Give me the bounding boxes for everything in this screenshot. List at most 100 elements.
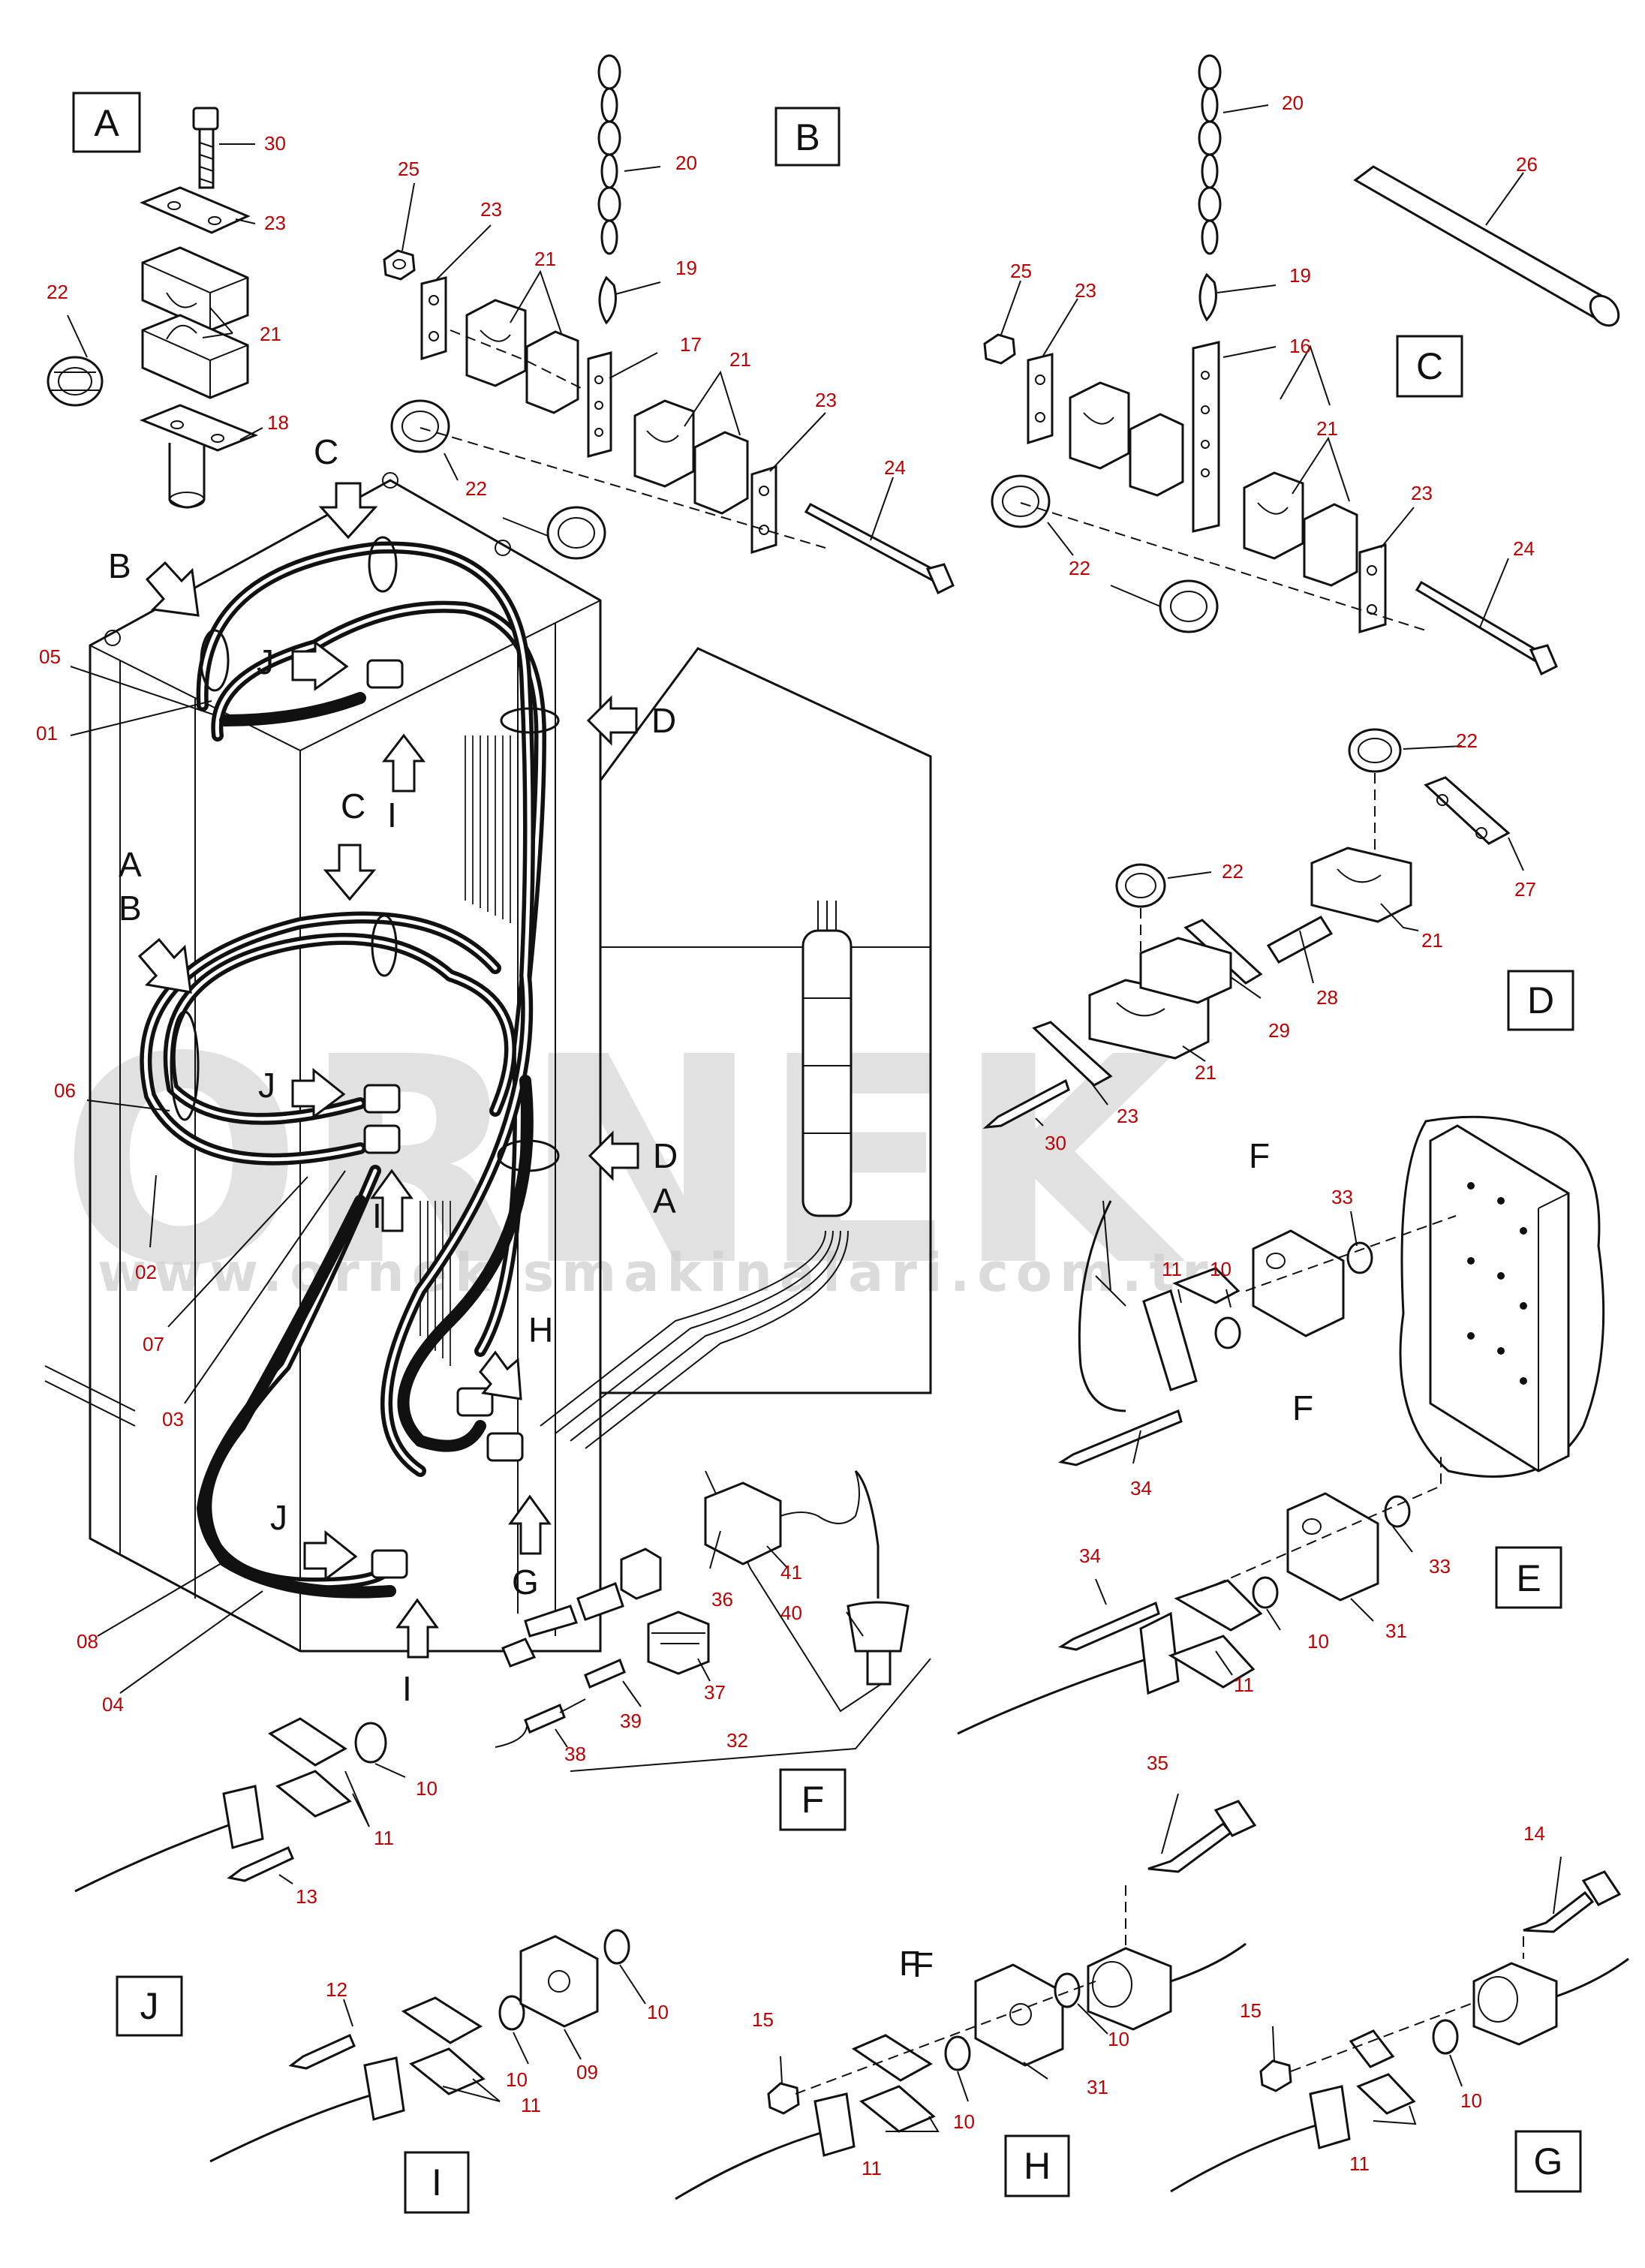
box-f-label: F: [801, 1779, 825, 1821]
callout-01: 01: [36, 722, 58, 744]
callout-23b: 23: [1411, 482, 1433, 504]
callout-19: 19: [675, 257, 697, 279]
callout-03: 03: [162, 1408, 184, 1430]
callout-24: 24: [884, 456, 906, 479]
callout-19: 19: [1289, 264, 1311, 287]
callout-40: 40: [780, 1602, 802, 1624]
callout-20: 20: [1282, 92, 1304, 114]
callout-41: 41: [780, 1561, 802, 1584]
callout-38: 38: [564, 1743, 586, 1765]
main-leaders: [70, 666, 346, 1694]
section-h-callouts: 35 15 10 31 10 11: [752, 1752, 1168, 2179]
section-a-drawing: [47, 107, 263, 509]
callout-23: 23: [1117, 1105, 1138, 1127]
section-c-drawing: [983, 54, 1620, 676]
callout-12: 12: [326, 1978, 347, 2001]
callout-10b: 10: [1307, 1630, 1329, 1653]
callout-21: 21: [534, 248, 556, 270]
view-letter-j2: J: [258, 1066, 275, 1105]
section-f-drawing: [495, 1469, 931, 1772]
callout-21: 21: [260, 323, 281, 345]
callout-34b: 34: [1079, 1545, 1101, 1567]
extra-view-letters: F: [913, 1945, 934, 1984]
view-letter-f2: F: [1292, 1388, 1313, 1427]
view-letter-j: J: [257, 642, 274, 681]
callout-10: 10: [1460, 2089, 1482, 2112]
box-j-label: J: [140, 1985, 159, 2027]
callout-21: 21: [1316, 417, 1338, 440]
section-i-callouts: 12 10 09 10 11: [326, 1978, 669, 2116]
box-h: [1004, 2134, 1070, 2197]
callout-36: 36: [711, 1588, 733, 1611]
callout-25: 25: [398, 158, 420, 180]
callout-31: 31: [1385, 1620, 1407, 1642]
callout-26: 26: [1516, 153, 1538, 176]
section-e-drawing: [957, 1115, 1605, 1735]
callout-22: 22: [1069, 557, 1090, 579]
callout-11: 11: [1162, 1258, 1182, 1280]
section-d-callouts: 22 27 22 21 28 29 21 23 30: [1045, 729, 1536, 1154]
box-g: [1514, 2130, 1582, 2193]
watermark-url: www.ornekismakinalari.com.tr: [98, 1242, 1215, 1304]
box-b-label: B: [795, 116, 819, 158]
view-letter-f4: F: [913, 1945, 934, 1984]
view-letter-h: H: [528, 1310, 553, 1349]
view-letter-d2: D: [653, 1136, 678, 1175]
view-letter-i2: I: [372, 1196, 382, 1235]
callout-34: 34: [1130, 1477, 1152, 1499]
callout-11: 11: [862, 2157, 882, 2179]
callout-23: 23: [480, 198, 502, 221]
view-letter-a3: A: [653, 1181, 676, 1220]
callout-23: 23: [1075, 279, 1096, 302]
box-e: [1495, 1546, 1562, 1609]
section-e-callouts: 33 11 10 34 34 33 10 31 11: [1079, 1186, 1451, 1696]
callout-14: 14: [1523, 1822, 1545, 1845]
callout-07: 07: [143, 1333, 164, 1355]
view-letter-f3: F: [899, 1944, 920, 1983]
section-b-callouts: 25 23 21 20 19 17 21 22 22 23 24: [398, 152, 906, 500]
box-f: [779, 1768, 847, 1831]
section-boxes: A B C D E F J I H G: [72, 92, 1582, 2214]
section-f-callouts: 36 41 40 37 39 38 32: [564, 1561, 802, 1765]
view-letter-c2: C: [341, 787, 365, 826]
callout-16: 16: [1289, 335, 1311, 357]
callout-11: 11: [1349, 2152, 1370, 2175]
callout-10: 10: [416, 1777, 438, 1800]
box-a-label: A: [94, 102, 119, 144]
callout-10: 10: [1210, 1258, 1231, 1280]
callout-10: 10: [953, 2110, 975, 2133]
box-i: [404, 2151, 470, 2214]
callout-28: 28: [1316, 986, 1338, 1009]
callout-02: 02: [135, 1261, 157, 1283]
main-assembly: [44, 472, 932, 1653]
section-i-drawing: [209, 1929, 646, 2163]
view-letter-j3: J: [270, 1498, 287, 1537]
callout-04: 04: [102, 1693, 124, 1716]
callout-37: 37: [704, 1681, 726, 1704]
callout-30: 30: [264, 132, 286, 155]
section-g-drawing: [1170, 1856, 1629, 2193]
callout-10b: 10: [647, 2001, 669, 2023]
callout-22b: 22: [1222, 860, 1244, 883]
box-d: [1507, 970, 1574, 1031]
callout-31: 31: [1087, 2076, 1108, 2098]
section-j-drawing: [74, 1717, 406, 1893]
view-letter-i3: I: [402, 1669, 412, 1708]
view-letter-d: D: [651, 701, 676, 740]
section-h-drawing: [675, 1793, 1257, 2200]
callout-35: 35: [1147, 1752, 1168, 1774]
callout-22: 22: [47, 281, 68, 303]
section-g-callouts: 14 15 10 11: [1240, 1822, 1545, 2175]
callout-11: 11: [374, 1827, 394, 1849]
callout-27: 27: [1514, 878, 1536, 901]
section-b-drawing: [383, 54, 955, 595]
box-i-label: I: [432, 2161, 442, 2203]
callout-13: 13: [296, 1885, 317, 1908]
callout-11: 11: [521, 2094, 541, 2116]
view-letters: C B J D C I A B J I D A H J G I F F F A: [108, 432, 1313, 1983]
box-c: [1396, 335, 1463, 398]
main-callouts: 05 01 06 02 07 03 08 04: [36, 645, 184, 1716]
section-d-drawing: [982, 728, 1524, 1129]
callout-08: 08: [77, 1630, 98, 1653]
section-c-callouts: 20 19 26 25 23 16 22 21 23 22 24: [1010, 92, 1538, 579]
